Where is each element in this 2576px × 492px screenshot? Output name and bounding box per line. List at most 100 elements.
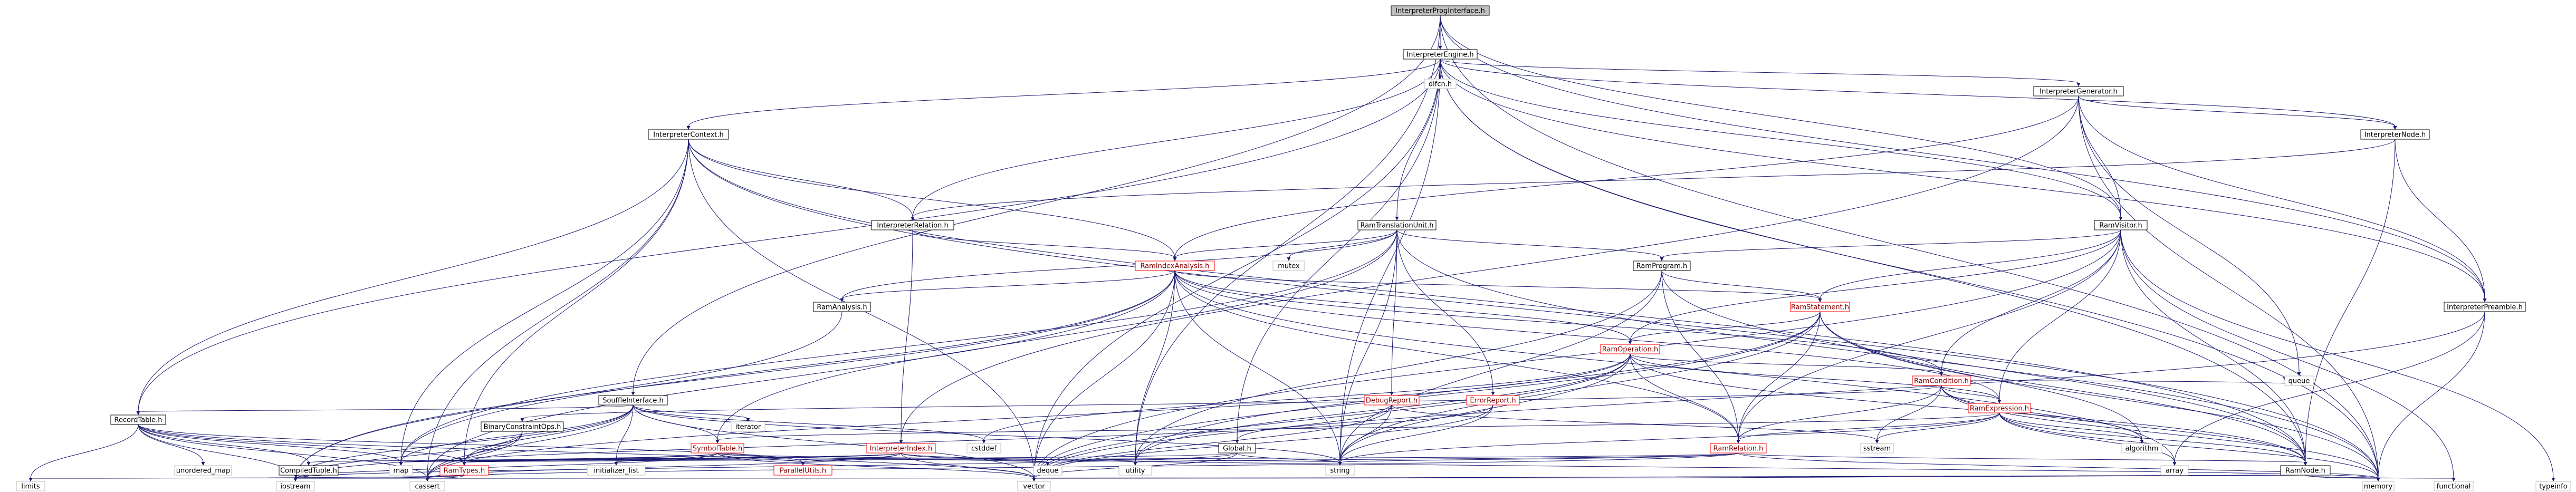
node-box [1218,443,1256,454]
node-box [1860,443,1894,454]
include-edge [400,229,1397,463]
node-parallelutils-h[interactable]: ParallelUtils.h [773,465,832,476]
node-souffleinterface-h[interactable]: SouffleInterface.h [598,395,668,406]
node-label: algorithm [2125,445,2159,453]
node-binaryconstraintops-h[interactable]: BinaryConstraintOps.h [481,421,564,432]
node-ramprogram-h[interactable]: RamProgram.h [1633,261,1691,271]
edge-arrowhead [2303,462,2307,466]
node-label: initializer_list [593,467,638,475]
include-edge [138,139,689,412]
node-box [2160,465,2189,476]
include-edge [1941,385,2379,479]
include-edge [427,139,689,479]
include-edge [633,404,749,419]
node-interpreterrelation-h[interactable]: InterpreterRelation.h [871,220,954,230]
node-label: ErrorReport.h [1470,397,1516,405]
node-label: sstream [1863,445,1891,453]
node-string: string [1325,465,1355,476]
node-box [731,421,765,432]
node-errorreport-h[interactable]: ErrorReport.h [1466,395,1520,406]
include-edge [688,59,1441,127]
node-interpreternode-h[interactable]: InterpreterNode.h [2360,129,2430,140]
include-edge [901,229,913,441]
include-edge [717,412,2000,441]
node-label: RecordTable.h [114,417,162,425]
node-box [1017,481,1051,491]
node-ramrelation-h[interactable]: RamRelation.h [1710,443,1767,454]
node-ramcondition-h[interactable]: RamCondition.h [1912,375,1971,386]
node-ramindexanalysis-h[interactable]: RamIndexAnalysis.h [1135,261,1215,271]
include-edge [138,424,204,463]
node-label: RamAnalysis.h [817,304,867,312]
node-box [2444,302,2526,312]
node-ramtypes-h[interactable]: RamTypes.h [439,465,489,476]
edge-arrowhead [1046,462,1050,466]
node-label: RamTranslationUnit.h [1360,222,1433,230]
node-compiledtuple-h[interactable]: CompiledTuple.h [279,465,339,476]
node-ramanalysis-h[interactable]: RamAnalysis.h [813,302,871,312]
include-edge [1237,452,1340,463]
node-interpretergenerator-h[interactable]: InterpreterGenerator.h [2033,86,2124,97]
node-interpreterpreamble-h[interactable]: InterpreterPreamble.h [2444,302,2526,312]
node-box [1912,375,1971,386]
include-edge [1339,59,1441,463]
include-edge [1630,353,2000,401]
node-interpreterproginterface-h[interactable]: InterpreterProgInterface.h [1391,5,1490,16]
node-symboltable-h[interactable]: SymbolTable.h [691,443,744,454]
edge-arrowhead [28,478,33,481]
node-recordtable-h[interactable]: RecordTable.h [110,414,166,425]
node-interpreterengine-h[interactable]: InterpreterEngine.h [1403,49,1478,60]
include-edge [1135,270,1662,463]
node-unordered-map: unordered_map [174,465,232,476]
node-box [1424,79,1457,89]
include-edge [1174,270,2175,463]
node-box [1272,261,1305,271]
node-box [773,465,832,476]
node-map: map [389,465,413,476]
include-edge [2174,311,2485,463]
node-cstddef: cstddef [966,443,1001,454]
node-label: InterpreterIndex.h [870,445,932,453]
edge-arrowhead [2393,126,2397,130]
node-label: RamTypes.h [444,467,485,475]
include-edge [633,404,1340,463]
edge-arrowhead [399,462,403,466]
include-edge [1941,385,2000,401]
include-edge [1738,311,1821,441]
include-edge [400,270,1175,463]
node-debugreport-h[interactable]: DebugReport.h [1364,395,1420,406]
node-label: RamProgram.h [1636,263,1688,271]
include-edge [427,353,1631,479]
node-ramexpression-h[interactable]: RamExpression.h [1968,403,2031,413]
node-label: RamIndexAnalysis.h [1140,263,1209,271]
edge-arrowhead [1338,462,1342,466]
node-label: InterpreterProgInterface.h [1395,7,1485,15]
edge-arrowhead [307,462,311,466]
include-edge [2078,95,2121,218]
edge-arrowhead [1660,257,1664,261]
node-label: BinaryConstraintOps.h [484,423,561,431]
node-box [691,443,744,454]
node-ramtranslationunit-h[interactable]: RamTranslationUnit.h [1357,220,1437,230]
node-ramoperation-h[interactable]: RamOperation.h [1600,344,1660,354]
include-edge [1135,15,1441,463]
node-interpretercontext-h[interactable]: InterpreterContext.h [648,129,729,140]
include-edge [1339,404,1493,463]
include-edge [1339,270,1662,463]
node-label: limits [21,483,40,491]
node-global-h[interactable]: Global.h [1218,443,1256,454]
node-ramnode-h[interactable]: RamNode.h [2280,465,2331,476]
include-edge [138,424,401,463]
node-interpreterindex-h[interactable]: InterpreterIndex.h [866,443,936,454]
node-label: RamNode.h [2285,467,2325,475]
node-ramstatement-h[interactable]: RamStatement.h [1790,302,1850,312]
include-edge [1391,404,1878,441]
node-ramvisitor-h[interactable]: RamVisitor.h [2094,220,2148,230]
include-edge [138,424,309,463]
include-edge [1941,385,2306,463]
include-edge [1999,412,2175,463]
include-edge [1661,270,1821,300]
include-edge [1440,59,2485,300]
node-deque: deque [1033,465,1062,476]
edge-layer [28,15,2555,481]
